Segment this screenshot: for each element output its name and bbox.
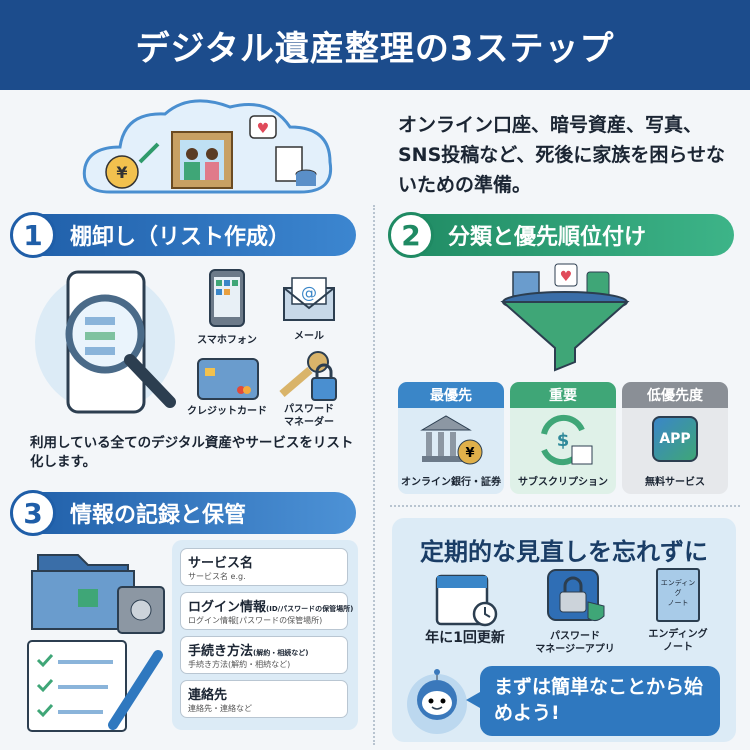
step-number: 2: [388, 212, 434, 258]
step1-banner: 1 棚卸し（リスト作成）: [10, 212, 356, 258]
step-title: 情報の記録と保管: [70, 503, 247, 528]
field-sub: 連絡先・連絡など: [188, 704, 252, 713]
field-title: 手続き方法: [188, 644, 254, 659]
svg-text:@: @: [301, 283, 317, 302]
field-card-service-name: サービス名サービス名 e.g.: [180, 548, 348, 586]
label-password-manager: パスワード マネーダー: [284, 404, 334, 428]
field-card-contact: 連絡先連絡先・連絡など: [180, 680, 348, 718]
field-sub: 手続き方法(解約・相続など): [188, 660, 291, 669]
field-sub: サービス名 e.g.: [188, 572, 246, 581]
svg-text:♥: ♥: [560, 269, 573, 285]
step-number: 3: [10, 490, 56, 536]
priority-label: 重要: [510, 382, 616, 408]
review-item-ending-note: エンディング ノート: [648, 629, 708, 653]
field-card-procedure: 手続き方法(解約・相続など)手続き方法(解約・相続など): [180, 636, 348, 674]
password-app-icon: [547, 569, 605, 622]
field-card-login-info: ログイン情報(ID/パスワードの保管場所) ログイン情報[パスワードの保管場所): [180, 592, 353, 630]
priority-card-important: 重要 $ サブスクリプション: [510, 382, 616, 494]
review-title: 定期的な見直しを忘れずに: [420, 538, 708, 566]
label-email: メール: [294, 331, 324, 342]
step-title: 分類と優先順位付け: [448, 225, 647, 250]
email-icon: @: [283, 277, 335, 321]
phone-magnifier-icon: [35, 270, 176, 414]
priority-item: オンライン銀行・証券: [401, 477, 501, 488]
priority-item: サブスクリプション: [518, 477, 608, 488]
header: デジタル遺産整理の3ステップ: [0, 0, 750, 90]
review-item-password-app: パスワード マネージーアプリ: [535, 631, 615, 655]
yen-coin-icon: [105, 155, 139, 189]
app-icon: APP: [652, 416, 698, 462]
step3-banner: 3 情報の記録と保管: [10, 490, 356, 536]
ending-note-icon: エンディング ノート: [656, 568, 700, 622]
intro-text: オンライン口座、暗号資産、写真、SNS投稿など、死後に家族を困らせないための準備…: [398, 114, 725, 196]
record-fields-panel: サービス名サービス名 e.g. ログイン情報(ID/パスワードの保管場所)ログイ…: [172, 540, 358, 730]
priority-card-low: 低優先度 APP 無料サービス: [622, 382, 728, 494]
subscription-cycle-icon: $: [541, 414, 593, 466]
credit-card-icon: [197, 358, 259, 400]
smartphone-icon: [209, 269, 245, 327]
svg-text:¥: ¥: [116, 163, 127, 182]
heart-chat-icon: [249, 115, 277, 139]
priority-label: 最優先: [398, 382, 504, 408]
bank-moneybag-icon: ¥: [420, 415, 483, 465]
robot-mascot-icon: [407, 669, 467, 734]
divider: [390, 505, 740, 507]
svg-text:¥: ¥: [465, 446, 474, 461]
label-smartphone: スマホフォン: [197, 335, 257, 346]
label-credit-card: クレジットカード: [187, 406, 267, 417]
speech-bubble: まずは簡単なことから始めよう!: [466, 666, 720, 736]
cloud-illustration: ¥ ♥: [82, 99, 333, 194]
field-sub: ログイン情報[パスワードの保管場所): [188, 616, 323, 625]
step1-description: 利用している全てのデジタル資産やサービスをリスト化します。: [30, 435, 354, 470]
field-note: (ID/パスワードの保管場所): [266, 605, 354, 613]
step2-banner: 2 分類と優先順位付け: [388, 212, 734, 258]
priority-card-top: 最優先 ¥ オンライン銀行・証券: [398, 382, 504, 494]
field-title: ログイン情報: [188, 600, 267, 615]
funnel-icon: ♥: [500, 263, 630, 372]
svg-text:$: $: [557, 430, 570, 451]
field-title: サービス名: [188, 556, 254, 571]
divider: [373, 205, 375, 745]
priority-label: 低優先度: [622, 382, 728, 408]
page-title: デジタル遺産整理の3ステップ: [135, 28, 615, 69]
field-title: 連絡先: [188, 688, 228, 703]
calendar-clock-icon: [435, 574, 498, 627]
key-lock-icon: [279, 351, 337, 401]
review-item-annual: 年に1回更新: [425, 630, 505, 646]
step-title: 棚卸し（リスト作成）: [70, 225, 291, 250]
priority-item: 無料サービス: [645, 477, 705, 488]
step-number: 1: [10, 212, 56, 258]
field-note: (解約・相続など): [253, 649, 309, 657]
folder-safe-checklist-icon: [27, 554, 165, 732]
svg-text:♥: ♥: [257, 121, 270, 137]
